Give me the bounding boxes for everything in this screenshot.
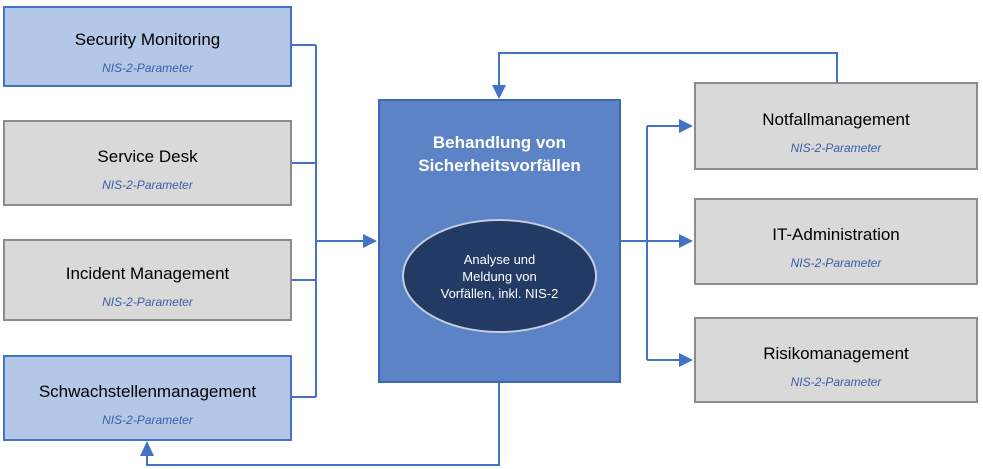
node-title: Incident Management (65, 263, 230, 283)
node-behandlung-von-sicherheitsvorfaellen: Behandlung von Sicherheitsvorfällen Anal… (378, 99, 621, 383)
node-schwachstellenmanagement: Schwachstellenmanagement NIS-2-Parameter (3, 355, 292, 441)
node-subtitle: NIS-2-Parameter (790, 256, 882, 270)
arrow-left-to-center (316, 234, 377, 248)
node-subtitle: NIS-2-Parameter (790, 374, 882, 389)
node-subtitle: NIS-2-Parameter (790, 140, 882, 155)
node-subtitle: NIS-2-Parameter (102, 412, 193, 427)
node-service-desk: Service Desk NIS-2-Parameter (3, 120, 292, 206)
ellipse-line-3: Vorfällen, inkl. NIS-2 (440, 285, 559, 301)
node-title: Service Desk (97, 146, 198, 166)
node-subtitle: NIS-2-Parameter (102, 177, 193, 192)
node-risikomanagement: Risikomanagement NIS-2-Parameter (694, 317, 978, 403)
node-title: Security Monitoring (74, 30, 221, 49)
ellipse-line-2: Meldung von (462, 268, 537, 284)
node-incident-management: Incident Management NIS-2-Parameter (3, 239, 292, 321)
node-title: Risikomanagement (763, 343, 909, 363)
center-node-title: Behandlung von Sicherheitsvorfällen (380, 131, 619, 177)
center-title-line-2: Sicherheitsvorfällen (418, 156, 581, 175)
feedback-arrow-top (492, 52, 838, 99)
node-notfallmanagement: Notfallmanagement NIS-2-Parameter (694, 82, 978, 170)
node-title: Schwachstellenmanagement (38, 381, 257, 401)
left-bus-lines (292, 44, 317, 398)
node-subtitle: NIS-2-Parameter (102, 294, 193, 309)
node-it-administration: IT-Administration NIS-2-Parameter (694, 198, 978, 285)
node-subtitle: NIS-2-Parameter (102, 61, 193, 75)
center-title-line-1: Behandlung von (432, 133, 567, 152)
node-title: IT-Administration (772, 225, 900, 244)
ellipse-analyse-und-meldung: Analyse und Meldung von Vorfällen, inkl.… (402, 219, 597, 333)
node-security-monitoring: Security Monitoring NIS-2-Parameter (3, 6, 292, 87)
arrows-center-to-right (621, 119, 693, 367)
node-title: Notfallmanagement (762, 109, 910, 129)
feedback-arrow-bottom (140, 383, 500, 466)
ellipse-line-1: Analyse und (463, 251, 536, 267)
